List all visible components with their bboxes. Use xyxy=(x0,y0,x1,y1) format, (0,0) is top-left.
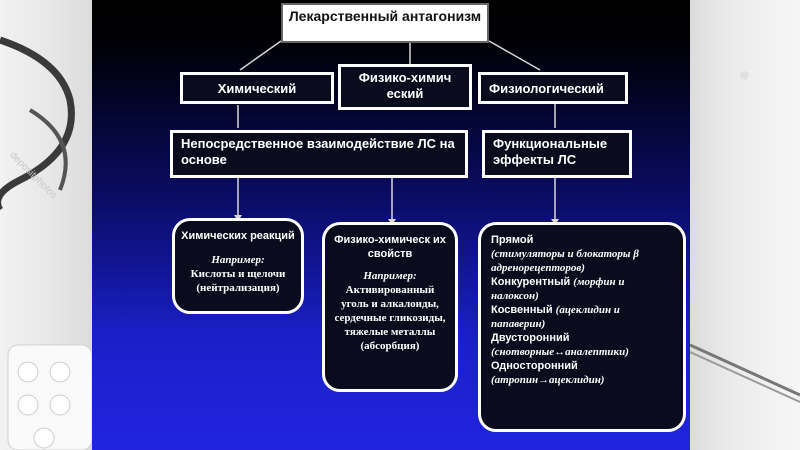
physchem-box: Физико-химич еский xyxy=(338,64,472,110)
title-box: Лекарственный антагонизм xyxy=(281,3,489,43)
type-direct: Прямой (стимуляторы и блокаторы β адрено… xyxy=(491,234,639,274)
background-photo-right: ◎ xyxy=(690,0,800,450)
chem-example-label: Например: xyxy=(211,254,265,266)
type-unilateral: Односторонний (атропин→ацеклидин) xyxy=(491,360,605,386)
type-indirect: Косвенный (ацеклидин и папаверин) xyxy=(491,304,620,330)
stethoscope-icon xyxy=(0,36,92,450)
type-competitive: Конкурентный (морфин и налоксон) xyxy=(491,276,625,302)
physchem-example-label: Например: xyxy=(363,270,417,282)
chemical-reactions-box: Химических реакций Например: Кислоты и щ… xyxy=(172,218,304,314)
physchem-heading: Физико-химическ их свойств xyxy=(334,234,446,260)
chem-heading: Химических реакций xyxy=(181,230,295,242)
physchem-example: Активированный уголь и алкалоиды, сердеч… xyxy=(334,284,446,352)
type-bilateral: Двусторонний (снотворные↔аналептики) xyxy=(491,332,629,358)
background-photo-left: depositphotos xyxy=(0,0,92,450)
chemical-box: Химический xyxy=(180,72,334,104)
physiological-types-box: Прямой (стимуляторы и блокаторы β адрено… xyxy=(478,222,686,432)
pen-icon xyxy=(690,343,800,403)
chem-example: Кислоты и щелочи (нейтрализация) xyxy=(190,268,286,294)
direct-interaction-box: Непосредственное взаимодействие ЛС на ос… xyxy=(170,130,468,178)
functional-effects-box: Функциональные эффекты ЛС xyxy=(482,130,632,178)
physchem-properties-box: Физико-химическ их свойств Например: Акт… xyxy=(322,222,458,392)
physiological-box: Физиологический xyxy=(478,72,628,104)
